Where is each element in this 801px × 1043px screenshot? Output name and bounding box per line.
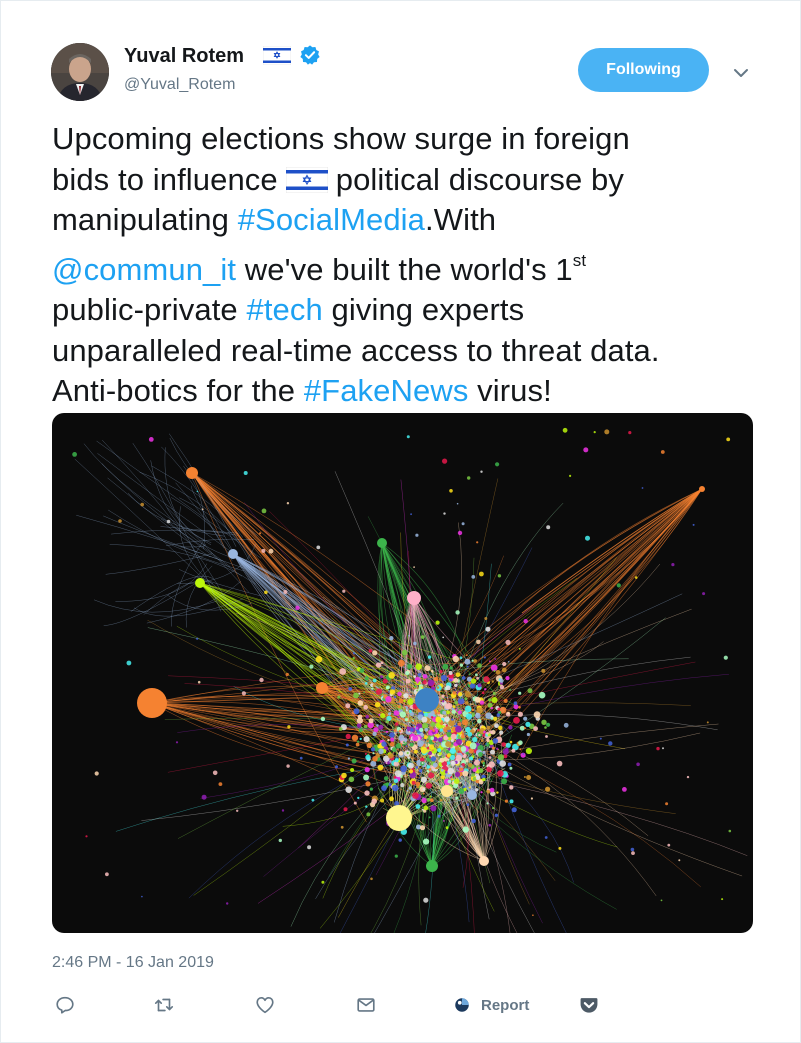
- tweet-text-segment: Anti-botics for the: [52, 373, 304, 408]
- israel-flag-icon: [263, 46, 291, 65]
- report-icon: [455, 998, 469, 1012]
- report-label: Report: [481, 996, 530, 1014]
- envelope-icon: [357, 998, 375, 1012]
- heart-icon: [256, 997, 274, 1014]
- author-handle[interactable]: @Yuval_Rotem: [124, 76, 236, 93]
- tweet-line: Anti-botics for the #FakeNews virus!: [52, 371, 762, 412]
- tweet-text-segment: we've built the world's 1: [236, 251, 573, 287]
- network-graph-image[interactable]: [52, 413, 753, 933]
- hashtag-link[interactable]: #FakeNews: [303, 373, 469, 408]
- avatar[interactable]: [51, 43, 109, 101]
- author-name[interactable]: Yuval Rotem: [124, 45, 245, 67]
- hashtag-link[interactable]: #SocialMedia: [237, 202, 426, 237]
- tweet-text-segment: virus!: [468, 373, 552, 408]
- tweet-line: @commun_it we've built the world's 1st: [52, 241, 762, 291]
- like-button[interactable]: [254, 993, 276, 1017]
- tweet-line: Upcoming elections show surge in foreign: [52, 121, 630, 156]
- mention-link[interactable]: @commun_it: [52, 251, 237, 287]
- retweet-icon: [154, 998, 174, 1012]
- report-button[interactable]: Report: [453, 993, 529, 1017]
- hashtag-link[interactable]: #tech: [246, 292, 323, 327]
- direct-message-button[interactable]: [355, 993, 377, 1017]
- tweet-line: manipulating #SocialMedia.With: [52, 200, 762, 241]
- reply-button[interactable]: [54, 993, 76, 1017]
- chevron-down-icon[interactable]: [729, 61, 753, 85]
- pocket-icon: [580, 998, 598, 1013]
- tweet-line: bids to influence political discourse by: [52, 160, 762, 201]
- tweet-line: public-private #tech giving experts: [52, 290, 762, 331]
- superscript: st: [572, 250, 587, 270]
- tweet-text-segment: bids to influence: [52, 161, 278, 197]
- tweet-text-segment: giving experts: [322, 292, 525, 327]
- tweet-line: unparalleled real-time access to threat …: [52, 332, 660, 368]
- following-button[interactable]: Following: [578, 48, 709, 92]
- timestamp[interactable]: 2:46 PM - 16 Jan 2019: [52, 954, 214, 971]
- tweet-text-segment: .With: [425, 202, 497, 237]
- reply-icon: [56, 996, 74, 1014]
- tweet-text: Upcoming elections show surge in foreign…: [52, 119, 762, 412]
- pocket-button[interactable]: [578, 993, 600, 1017]
- retweet-button[interactable]: [153, 993, 175, 1017]
- israel-flag-icon: [285, 166, 328, 193]
- tweet-text-segment: public-private: [52, 292, 247, 327]
- verified-badge-icon: [300, 45, 320, 65]
- tweet-text-segment: political discourse by: [335, 161, 624, 197]
- tweet-text-segment: manipulating: [52, 202, 238, 237]
- network-graph-canvas: [72, 427, 748, 933]
